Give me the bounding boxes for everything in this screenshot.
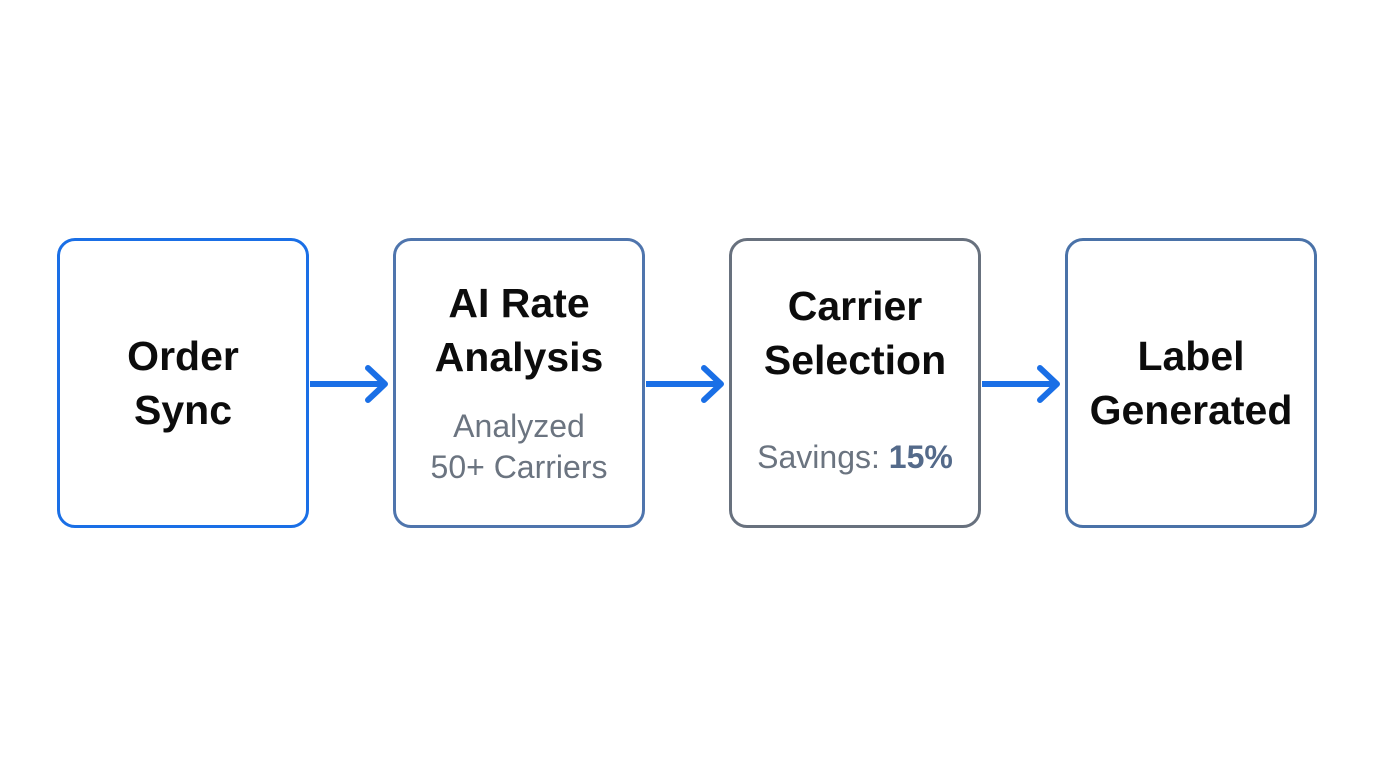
step-order-sync: Order Sync <box>57 238 309 528</box>
step-subtitle: Analyzed 50+ Carriers <box>430 408 608 485</box>
savings-value: 15% <box>888 438 953 475</box>
step-title: Order Sync <box>127 333 239 433</box>
right-arrow-icon <box>646 365 724 403</box>
step-carrier-selection: Carrier Selection Savings: 15% <box>729 238 981 528</box>
step-title: Carrier Selection <box>763 282 947 383</box>
step-title: AI Rate Analysis <box>434 280 604 380</box>
right-arrow-icon <box>982 365 1060 403</box>
savings-label: Savings: <box>757 438 880 475</box>
right-arrow-icon <box>310 365 388 403</box>
savings-text: Savings: 15% <box>757 437 953 478</box>
step-ai-rate-analysis: AI Rate Analysis Analyzed 50+ Carriers <box>393 238 645 528</box>
step-title: Label Generated <box>1089 333 1293 433</box>
step-label-generated: Label Generated <box>1065 238 1317 528</box>
